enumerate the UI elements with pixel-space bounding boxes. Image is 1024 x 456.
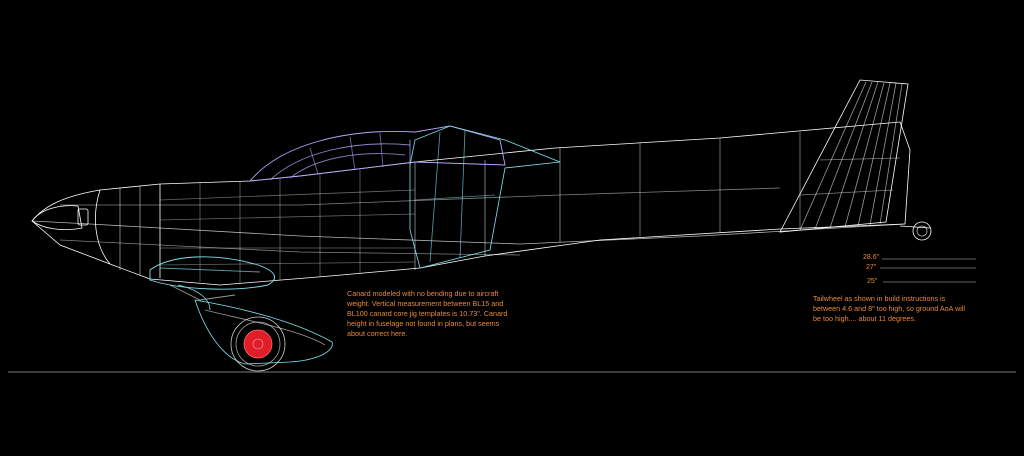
canopy (248, 125, 506, 182)
vertical-tail (779, 79, 931, 233)
spinner (31, 205, 89, 230)
canard (149, 256, 276, 301)
fuselage (31, 121, 911, 286)
dimension-label: 27" (866, 264, 877, 271)
tailwheel-note: Tailwheel as shown in build instructions… (813, 294, 965, 323)
tailwheel (912, 221, 932, 241)
canard-note: Canard modeled with no bending due to ai… (347, 289, 508, 338)
dimension-label: 28.6" (863, 254, 880, 261)
dimension-label: 25" (867, 278, 878, 285)
main-wheel (243, 329, 273, 359)
strake-fairing (409, 125, 561, 269)
dimension-lines (880, 258, 976, 283)
main-gear (177, 284, 333, 372)
